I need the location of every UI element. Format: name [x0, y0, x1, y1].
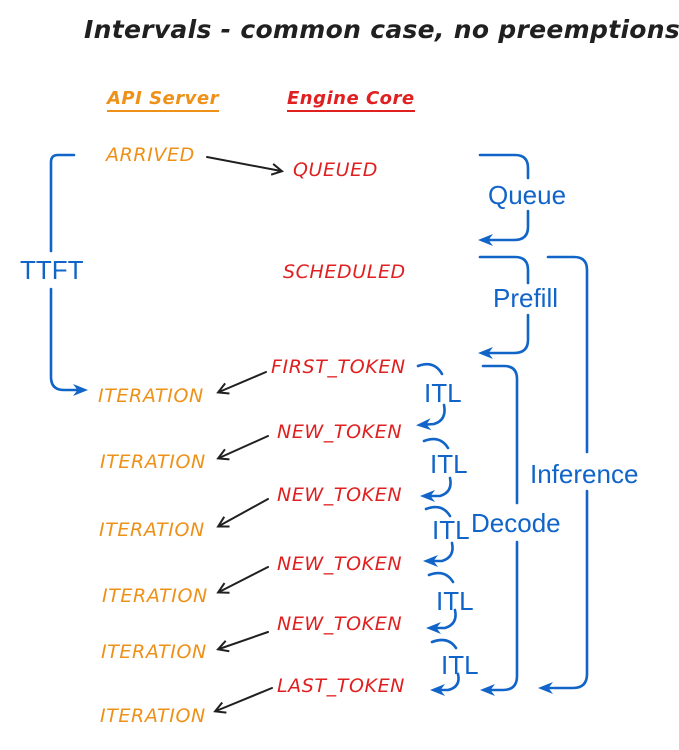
- itl-bracket: [423, 505, 454, 567]
- event-new-token: NEW_TOKEN: [277, 421, 403, 443]
- interval-label-queue: Queue: [488, 180, 567, 210]
- diagram-title: Intervals - common case, no preemptions: [84, 15, 679, 44]
- interval-label-prefill: Prefill: [493, 283, 559, 313]
- event-iteration: ITERATION: [99, 519, 205, 541]
- new-token-to-iteration-arrow: [216, 498, 269, 528]
- event-arrows: [206, 156, 285, 714]
- column-header-engine-core: Engine Core: [287, 88, 415, 112]
- itl-bracket: [420, 437, 452, 502]
- decode-bracket: [480, 364, 519, 696]
- ttft-bracket: [49, 153, 88, 396]
- itl-bracket: [430, 638, 460, 696]
- event-queued: QUEUED: [293, 159, 379, 181]
- event-iteration: ITERATION: [101, 641, 207, 663]
- interval-label-ttft: TTFT: [20, 255, 84, 285]
- new-token-to-iteration-arrow: [216, 566, 269, 594]
- event-iteration: ITERATION: [100, 705, 206, 727]
- itl-bracket: [416, 362, 446, 431]
- event-new-token: NEW_TOKEN: [277, 484, 403, 506]
- queue-bracket: [478, 153, 530, 246]
- new-token-to-iteration-arrow: [216, 435, 269, 461]
- new-token-to-iteration-arrow: [216, 631, 269, 653]
- event-iteration: ITERATION: [102, 585, 208, 607]
- event-iteration: ITERATION: [100, 451, 206, 473]
- event-last-token: LAST_TOKEN: [277, 675, 405, 697]
- inference-bracket: [538, 255, 589, 694]
- arrived-to-queued-arrow: [206, 156, 285, 176]
- event-iteration: ITERATION: [98, 385, 204, 407]
- event-scheduled: SCHEDULED: [283, 261, 406, 283]
- last-token-to-iteration-arrow: [213, 687, 273, 714]
- interval-label-itl: ITL: [441, 650, 479, 680]
- interval-label-itl: ITL: [430, 449, 468, 479]
- event-new-token: NEW_TOKEN: [277, 613, 403, 635]
- column-header-api-server: API Server: [107, 88, 219, 112]
- first-token-to-iteration-arrow: [216, 371, 267, 395]
- event-new-token: NEW_TOKEN: [277, 553, 403, 575]
- prefill-bracket: [478, 255, 530, 359]
- itl-bracket: [426, 571, 457, 634]
- interval-label-itl: ITL: [436, 586, 474, 616]
- interval-label-inference: Inference: [530, 459, 639, 489]
- event-arrived: ARRIVED: [106, 144, 195, 166]
- interval-label-itl: ITL: [432, 515, 470, 545]
- event-first-token: FIRST_TOKEN: [271, 356, 406, 378]
- interval-label-itl: ITL: [424, 378, 462, 408]
- interval-label-decode: Decode: [471, 508, 561, 538]
